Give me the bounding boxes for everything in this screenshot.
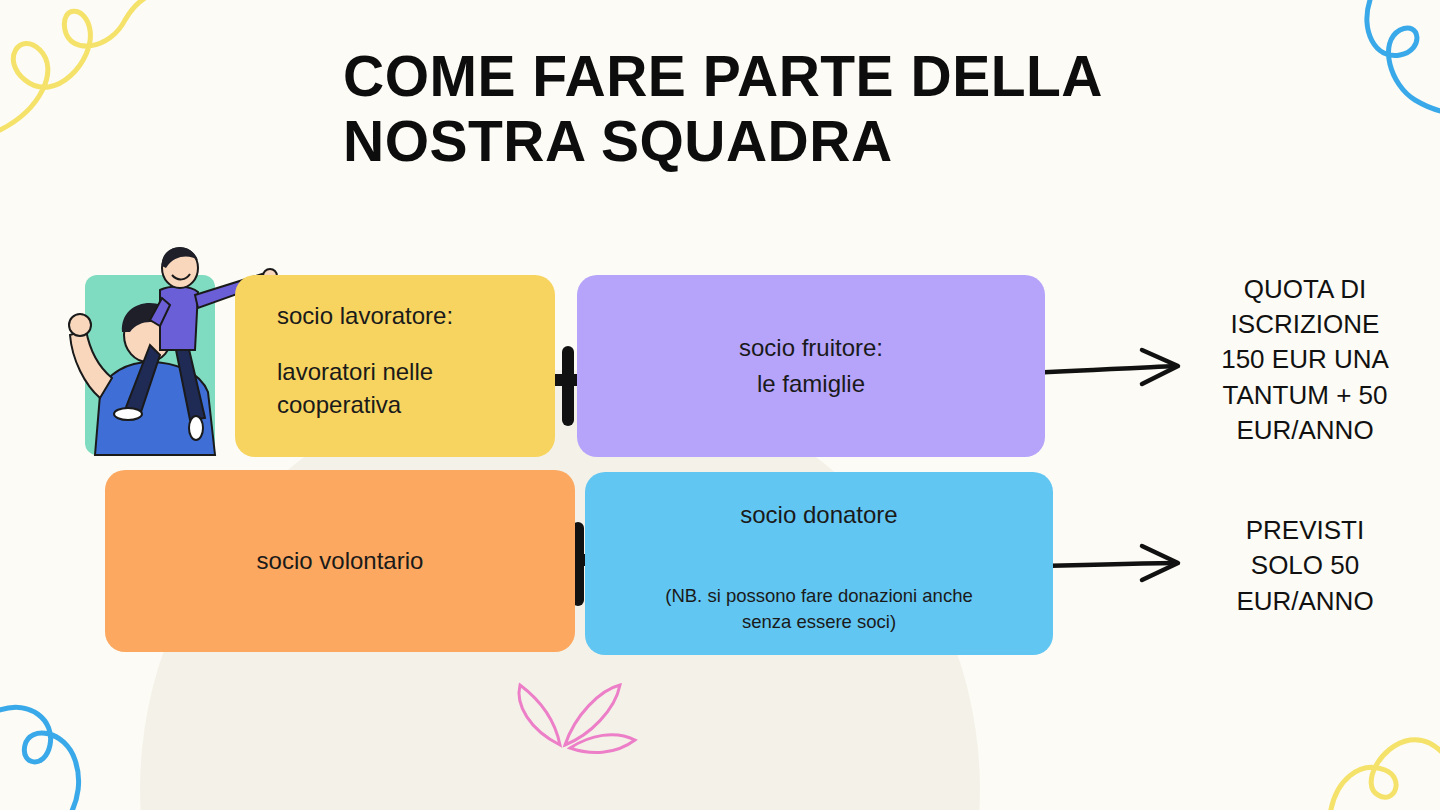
member-description: lavoratori nelle cooperativa	[277, 355, 535, 422]
squiggle	[1330, 740, 1440, 810]
member-type: socio lavoratore:	[277, 299, 453, 333]
diagram-title: COME FARE PARTE DELLA NOSTRA SQUADRA	[343, 44, 1203, 174]
member-type: socio volontario	[257, 544, 424, 578]
squiggle	[0, 707, 79, 810]
member-box: socio lavoratore: lavoratori nelle cooper…	[235, 275, 555, 457]
leaf-sprig	[519, 685, 635, 753]
fee-label: PREVISTI SOLO 50 EUR/ANNO	[1207, 513, 1403, 618]
member-type: socio fruitore:	[739, 331, 883, 365]
squiggle	[0, 0, 150, 130]
member-box: socio fruitore:le famiglie	[577, 275, 1045, 457]
fee-label: QUOTA DI ISCRIZIONE 150 EUR UNA TANTUM +…	[1207, 272, 1403, 447]
member-description: le famiglie	[757, 367, 865, 401]
member-description: (NB. si possono fare donazioni anche sen…	[659, 583, 979, 635]
squiggle	[1367, 0, 1440, 112]
member-box: socio volontario	[105, 470, 575, 652]
member-type: socio donatore	[740, 498, 897, 532]
member-box: socio donatore (NB. si possono fare donaz…	[585, 472, 1053, 655]
